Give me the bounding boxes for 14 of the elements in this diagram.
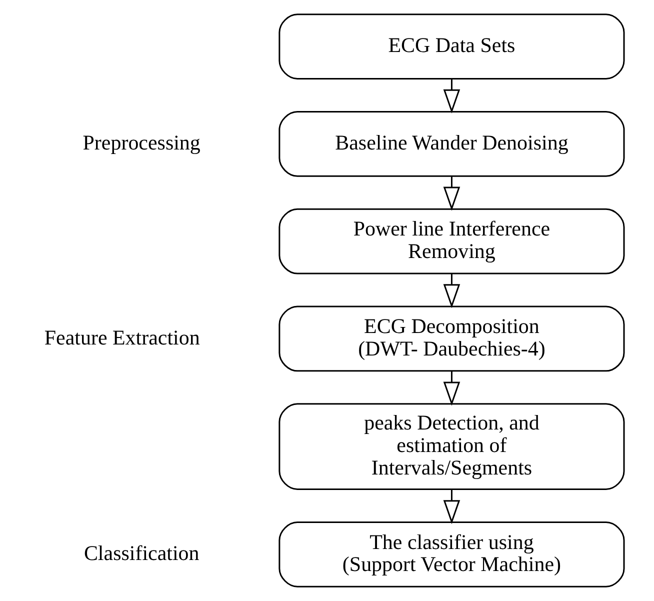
arrow	[443, 490, 460, 524]
label: Feature Extraction	[44, 325, 200, 350]
node-box: ECG Data Sets	[278, 14, 625, 80]
node-box: The classifier using (Support Vector Machine)	[278, 521, 625, 588]
node-box: peaks Detection, and estimation of Intervals/Segments	[278, 403, 625, 490]
arrow	[443, 274, 460, 308]
arrow	[443, 78, 460, 114]
node-box: ECG Decomposition (DWT- Daubechies-4)	[278, 306, 625, 372]
arrow	[443, 371, 460, 406]
label: Preprocessing	[82, 130, 200, 154]
node-box: Power line Interference Removing	[278, 208, 625, 274]
label: Classification	[84, 540, 200, 565]
arrow	[443, 176, 460, 211]
node-box: Baseline Wander Denoising	[278, 110, 625, 177]
